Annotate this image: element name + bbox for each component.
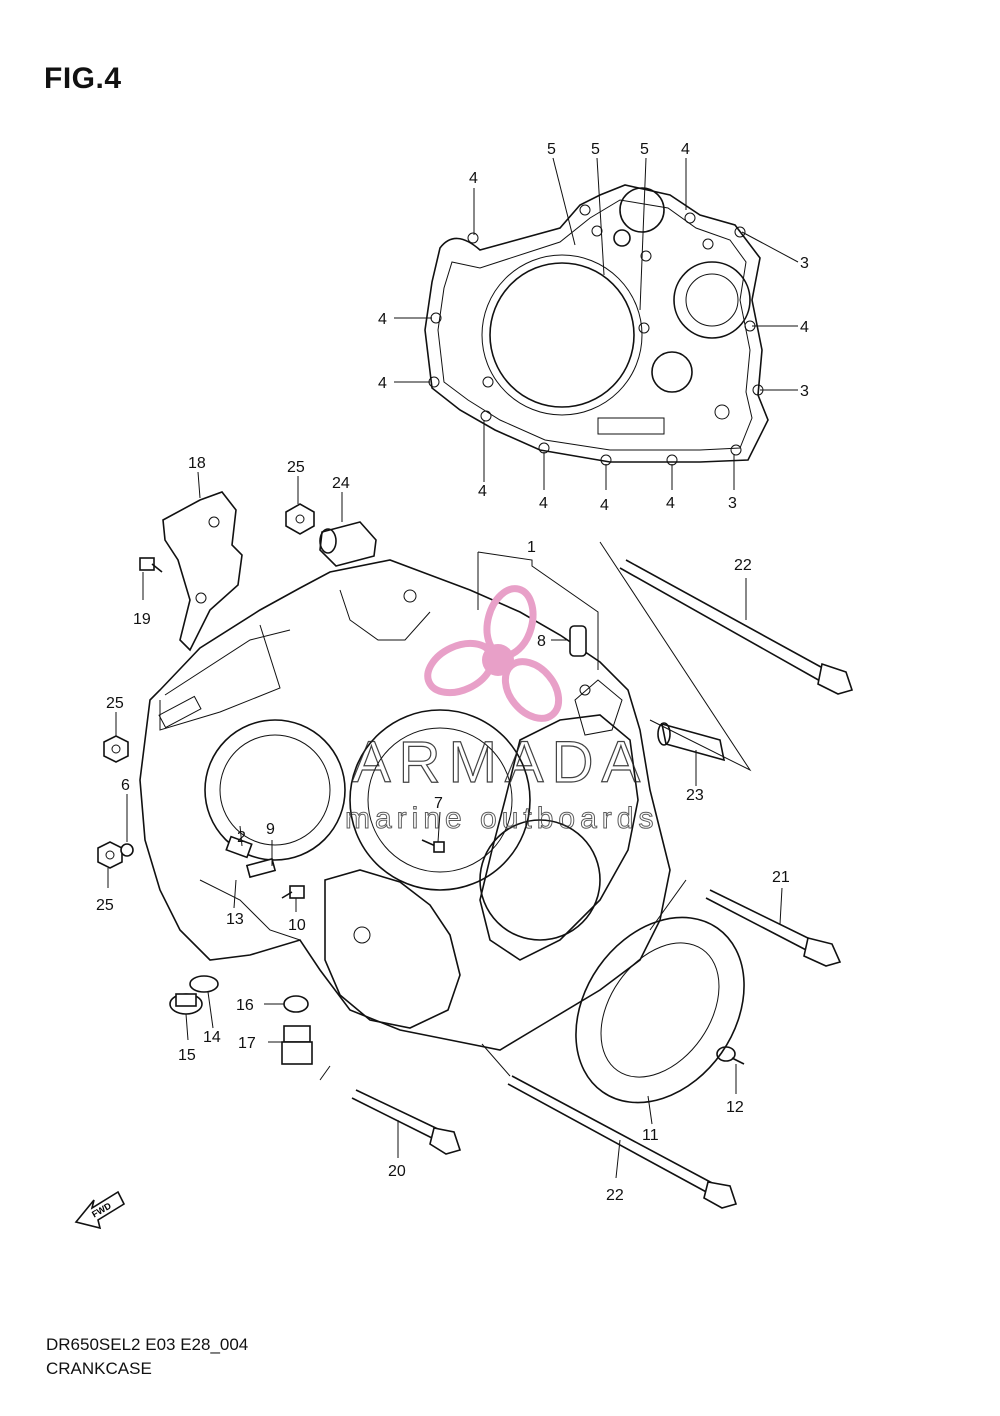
callout-20: 20 [388, 1163, 406, 1180]
bracket-18 [162, 491, 243, 652]
callout-labels: 5 5 5 4 4 4 4 3 4 3 4 4 4 4 3 18 25 24 1… [96, 141, 809, 1204]
callout-3: 3 [800, 255, 809, 272]
callout-13: 13 [226, 911, 244, 928]
nut-25-top [285, 503, 315, 535]
callout-5: 5 [547, 141, 556, 158]
bolt-19 [139, 557, 163, 573]
dowel-8 [569, 625, 587, 657]
leader-lines [107, 157, 799, 1179]
drain-plug-15 [169, 993, 203, 1015]
fwd-arrow-icon: FWD [74, 1190, 126, 1230]
callout-18: 18 [188, 455, 206, 472]
callout-3: 3 [728, 495, 737, 512]
washer-16 [283, 995, 309, 1013]
callout-12: 12 [726, 1099, 744, 1116]
nut-25-mid [103, 735, 129, 763]
crankcase-gasket [424, 184, 769, 466]
callout-23: 23 [686, 787, 704, 804]
callout-5: 5 [591, 141, 600, 158]
callout-5: 5 [640, 141, 649, 158]
callout-2: 2 [237, 829, 246, 846]
callout-1: 1 [527, 539, 536, 556]
crankcase-assembly [139, 559, 671, 1051]
gasket-14 [189, 975, 219, 993]
callout-10: 10 [288, 917, 306, 934]
callout-25: 25 [96, 897, 114, 914]
callout-24: 24 [332, 475, 350, 492]
bolt-22-top [619, 559, 854, 695]
callout-21: 21 [772, 869, 790, 886]
callout-4: 4 [600, 497, 609, 514]
callout-4: 4 [378, 375, 387, 392]
figure-title: FIG.4 [44, 62, 122, 95]
watermark-tagline: marine outboards [345, 802, 658, 835]
callout-25: 25 [106, 695, 124, 712]
callout-15: 15 [178, 1047, 196, 1064]
callout-6: 6 [121, 777, 130, 794]
callout-16: 16 [236, 997, 254, 1014]
clamp-9 [245, 857, 277, 879]
section-name: CRANKCASE [46, 1359, 152, 1378]
bolt-10 [281, 885, 305, 899]
screw-12 [716, 1046, 745, 1065]
propeller-logo-icon [424, 585, 563, 722]
callout-4: 4 [469, 170, 478, 187]
cover-plate-11 [575, 916, 745, 1104]
callout-11: 11 [642, 1127, 659, 1144]
callout-25: 25 [287, 459, 305, 476]
bolt-20 [351, 1089, 462, 1155]
callout-19: 19 [133, 611, 151, 628]
nut-25-bottom [97, 841, 123, 869]
callout-22: 22 [606, 1187, 624, 1204]
model-code: DR650SEL2 E03 E28_004 [46, 1335, 249, 1354]
callout-9: 9 [266, 821, 275, 838]
callout-22: 22 [734, 557, 752, 574]
callout-8: 8 [537, 633, 546, 650]
callout-4: 4 [378, 311, 387, 328]
callout-4: 4 [666, 495, 675, 512]
bolt-21 [705, 889, 842, 967]
pin-7 [421, 839, 445, 853]
plug-6 [120, 843, 134, 857]
callout-4: 4 [681, 141, 690, 158]
callout-4: 4 [800, 319, 809, 336]
callout-4: 4 [478, 483, 487, 500]
callout-17: 17 [238, 1035, 256, 1052]
callout-14: 14 [203, 1029, 221, 1046]
watermark: ARMADA marine outboards [345, 585, 658, 836]
callout-4: 4 [539, 495, 548, 512]
callout-7: 7 [434, 795, 443, 812]
bushing-24 [319, 521, 377, 567]
watermark-brand: ARMADA [352, 730, 648, 795]
plug-17 [281, 1025, 313, 1065]
bolt-22-bottom [507, 1075, 738, 1209]
callout-3: 3 [800, 383, 809, 400]
